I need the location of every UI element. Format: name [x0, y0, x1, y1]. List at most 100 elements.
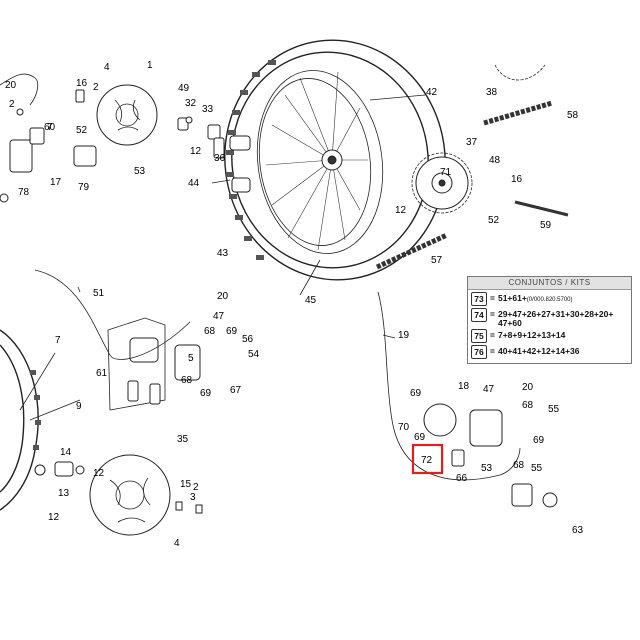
callout-55: 55 [548, 404, 560, 415]
callout-69: 69 [414, 432, 426, 443]
callout-61: 61 [96, 368, 108, 379]
callout-3: 3 [190, 492, 196, 503]
callout-7: 7 [55, 335, 61, 346]
callout-52: 52 [488, 215, 500, 226]
callout-48: 48 [489, 155, 501, 166]
highlight-box [411, 443, 444, 475]
callout-12: 12 [395, 205, 407, 216]
callout-53: 53 [481, 463, 493, 474]
callout-47: 47 [213, 311, 225, 322]
callout-66: 66 [456, 473, 468, 484]
callout-35: 35 [177, 434, 189, 445]
callout-79: 79 [78, 182, 90, 193]
callout-67: 67 [230, 385, 242, 396]
drive-chain [375, 100, 553, 270]
callout-59: 59 [540, 220, 552, 231]
kit-number: 76 [471, 345, 487, 359]
callout-69: 69 [226, 326, 238, 337]
callout-71: 71 [440, 167, 452, 178]
callout-13: 13 [58, 488, 70, 499]
callout-51: 51 [93, 288, 105, 299]
callout-47: 47 [483, 384, 495, 395]
callout-4: 4 [174, 538, 180, 549]
kit-number: 74 [471, 308, 487, 322]
wheel-spacers [75, 89, 251, 193]
kits-title: CONJUNTOS / KITS [468, 277, 631, 290]
kit-row: 74 = 29+47+26+27+31+30+28+20+47+60 [468, 307, 631, 329]
callout-58: 58 [567, 110, 579, 121]
front-caliper [34, 269, 201, 411]
callout-45: 45 [305, 295, 317, 306]
callout-7: 7 [47, 122, 53, 133]
callout-20: 20 [217, 291, 229, 302]
callout-4: 4 [104, 62, 110, 73]
callout-56: 56 [242, 334, 254, 345]
callout-12: 12 [93, 468, 105, 479]
callout-33: 33 [202, 104, 214, 115]
callout-60: 60 [44, 122, 56, 133]
rear-sprocket [411, 152, 473, 214]
kit-parts-continued: 47+60 [497, 318, 522, 328]
callout-63: 63 [572, 525, 584, 536]
callout-42: 42 [426, 87, 438, 98]
rear-caliper-right [377, 291, 558, 508]
callout-18: 18 [458, 381, 470, 392]
callout-12: 12 [48, 512, 60, 523]
kit-row: 75 = 7+8+9+12+13+14 [468, 329, 631, 344]
kits-table: CONJUNTOS / KITS 73 = 51+61+(0/000.820.5… [467, 276, 632, 364]
callout-68: 68 [522, 400, 534, 411]
kit-number: 75 [471, 329, 487, 343]
callout-68: 68 [204, 326, 216, 337]
callout-14: 14 [60, 447, 72, 458]
kit-parts: 29+47+26+27+31+30+28+20+ [497, 309, 614, 319]
callout-37: 37 [466, 137, 478, 148]
callout-12: 12 [190, 146, 202, 157]
callout-69: 69 [410, 388, 422, 399]
rear-axle [514, 200, 569, 217]
callout-54: 54 [248, 349, 260, 360]
front-wheel [0, 329, 41, 511]
callout-1: 1 [147, 60, 153, 71]
callout-68: 68 [181, 375, 193, 386]
callout-70: 70 [398, 422, 410, 433]
kit-parts: 51+61+ [497, 293, 527, 303]
leader-lines [19, 94, 426, 421]
callout-2: 2 [93, 82, 99, 93]
callout-55: 55 [531, 463, 543, 474]
callout-2: 2 [193, 482, 199, 493]
callout-16: 16 [76, 78, 88, 89]
kit-note: (0/000.820.5700) [526, 297, 573, 303]
callout-72: 72 [421, 455, 433, 466]
kit-number: 73 [471, 292, 487, 306]
callout-16: 16 [511, 174, 523, 185]
callout-69: 69 [533, 435, 545, 446]
callout-32: 32 [185, 98, 197, 109]
rear-wheel [224, 39, 446, 281]
callout-17: 17 [50, 177, 62, 188]
kit-row: 73 = 51+61+(0/000.820.5700) [468, 290, 631, 307]
callout-15: 15 [180, 479, 192, 490]
kit-parts: 40+41+42+12+14+36 [497, 346, 580, 356]
callout-20: 20 [522, 382, 534, 393]
front-sprocket [494, 64, 546, 81]
callout-49: 49 [178, 83, 190, 94]
callout-78: 78 [18, 187, 30, 198]
callout-20: 20 [5, 80, 17, 91]
callout-38: 38 [486, 87, 498, 98]
callout-52: 52 [76, 125, 88, 136]
callout-36: 36 [214, 153, 226, 164]
front-brake-disc [89, 454, 171, 536]
kit-parts: 7+8+9+12+13+14 [497, 330, 566, 340]
rear-brake-disc [96, 84, 158, 146]
callout-69: 69 [200, 388, 212, 399]
callout-5: 5 [188, 353, 194, 364]
callout-9: 9 [76, 401, 82, 412]
callout-44: 44 [188, 178, 200, 189]
callout-53: 53 [134, 166, 146, 177]
kit-row: 76 = 40+41+42+12+14+36 [468, 344, 631, 360]
front-axle-parts [34, 461, 203, 514]
rear-caliper-top [0, 73, 97, 203]
callout-2: 2 [9, 99, 15, 110]
